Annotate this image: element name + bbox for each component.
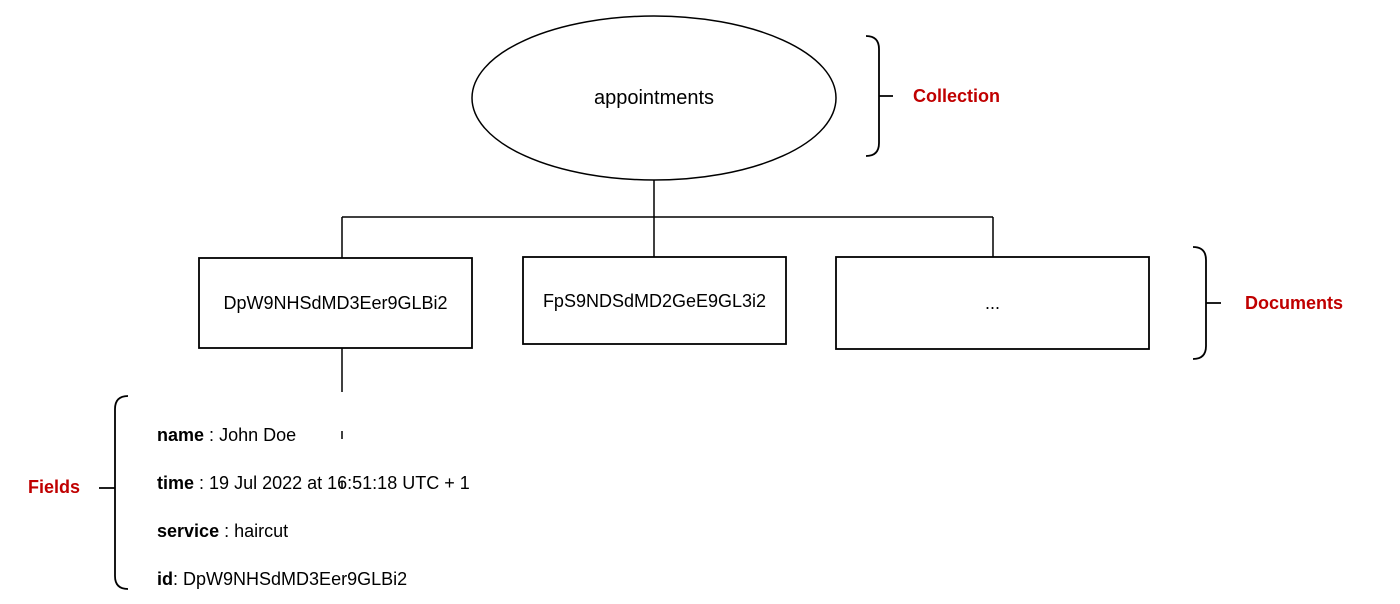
field-separator: : (173, 569, 184, 589)
field-key: service (157, 521, 220, 541)
documents-annotation: Documents (1245, 293, 1344, 313)
field-row-name: name : John Doe (137, 402, 296, 445)
documents-brace (1192, 246, 1221, 360)
field-key: name (157, 425, 205, 445)
document-ellipsis: ... (984, 293, 1000, 313)
field-row-id: id: DpW9NHSdMD3Eer9GLBi2 (137, 546, 407, 589)
collection-name: appointments (593, 87, 715, 109)
fields-brace (99, 395, 129, 590)
field-row-time: time : 19 Jul 2022 at 16:51:18 UTC + 1 (137, 450, 470, 493)
document-id-2: FpS9NDSdMD2GeE9GL3i2 (542, 290, 767, 311)
field-separator: : (194, 473, 210, 493)
document-id-1: DpW9NHSdMD3Eer9GLBi2 (223, 293, 448, 313)
field-value: 19 Jul 2022 at 16:51:18 UTC + 1 (209, 473, 470, 493)
field-value: John Doe (219, 425, 297, 445)
collection-brace (865, 35, 893, 157)
field-key: time (157, 473, 195, 493)
fields-annotation: Fields (28, 477, 81, 497)
document-box-3 (835, 256, 1150, 350)
field-value: DpW9NHSdMD3Eer9GLBi2 (183, 569, 408, 589)
field-key: id (157, 569, 174, 589)
field-separator: : (219, 521, 235, 541)
document-box-1 (198, 257, 473, 349)
collection-annotation: Collection (913, 86, 1001, 106)
field-separator: : (204, 425, 220, 445)
tree-connector-lines (341, 180, 994, 258)
field-row-service: service : haircut (137, 498, 288, 541)
document-box-2 (522, 256, 787, 345)
field-value: haircut (234, 521, 289, 541)
